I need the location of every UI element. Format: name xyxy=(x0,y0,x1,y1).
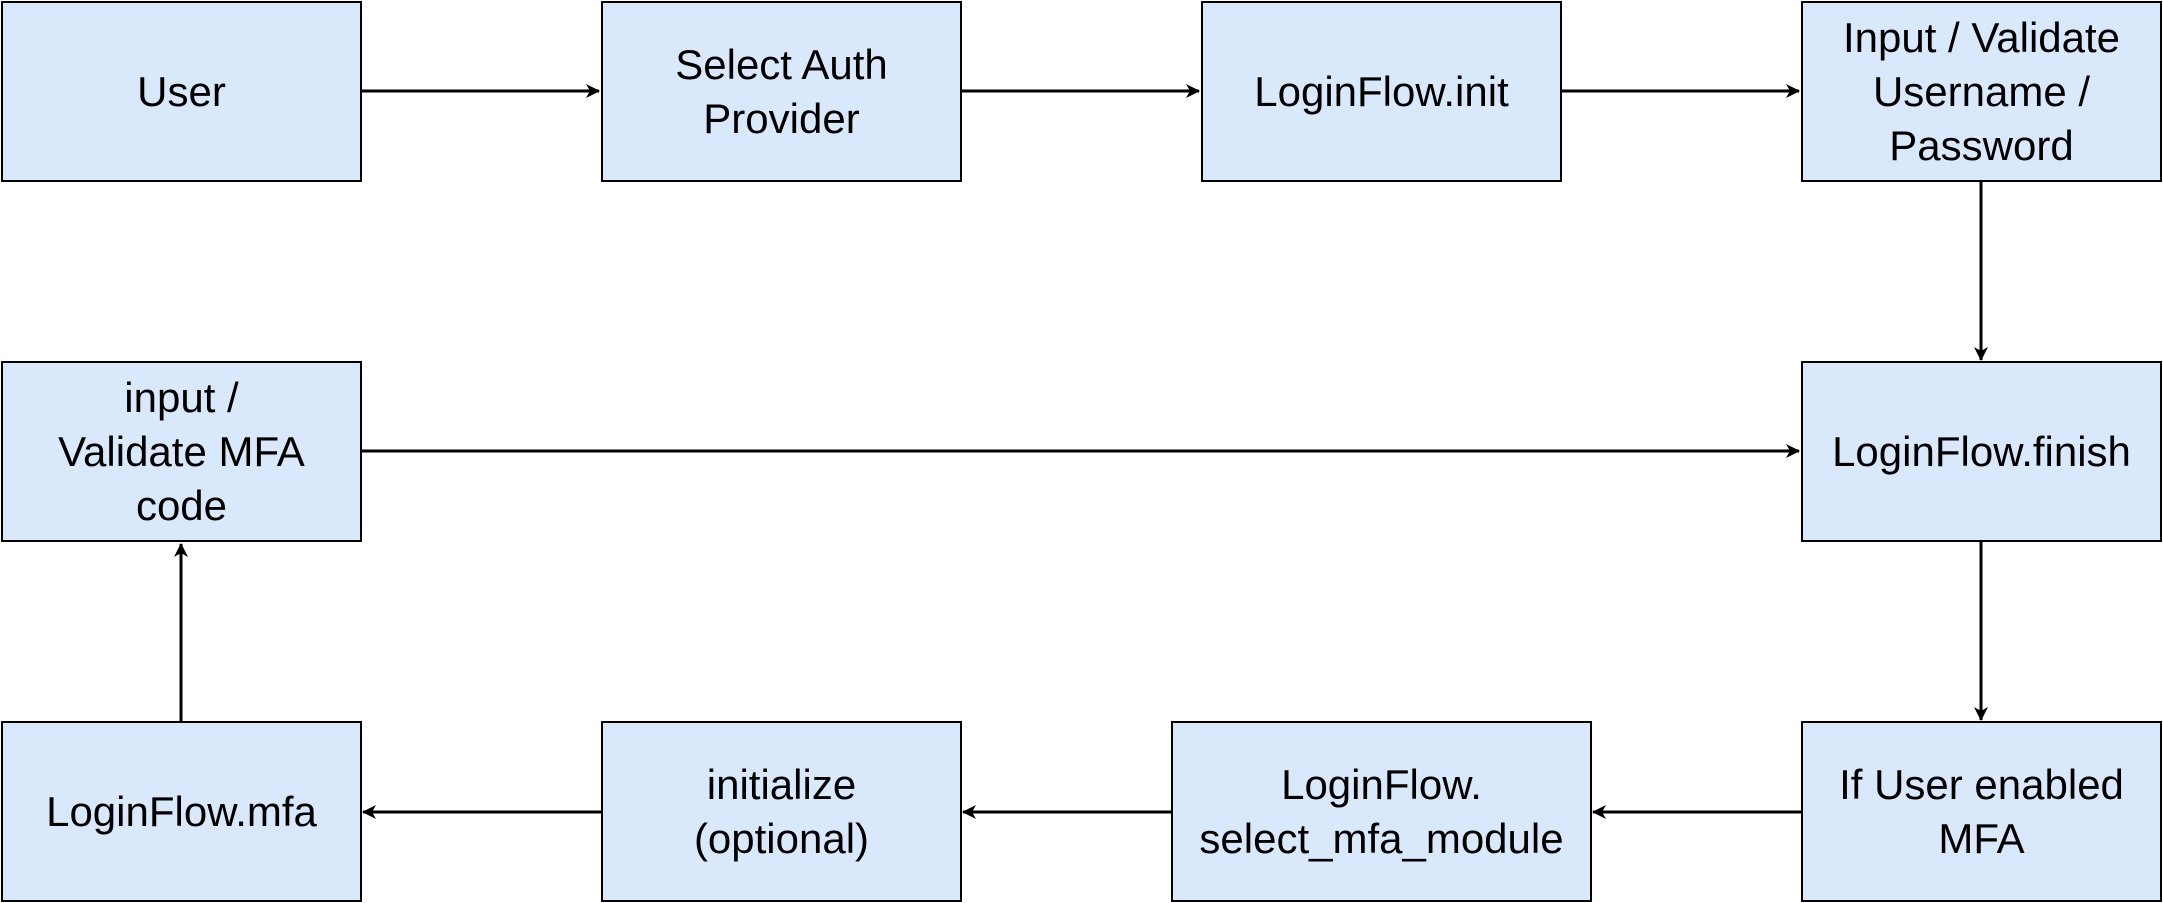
node-if-user-enabled-mfa: If User enabled MFA xyxy=(1801,721,2162,902)
node-initialize-optional: initialize (optional) xyxy=(601,721,962,902)
node-loginflow-finish: LoginFlow.finish xyxy=(1801,361,2162,542)
node-loginflow-init: LoginFlow.init xyxy=(1201,1,1562,182)
node-loginflow-finish-label: LoginFlow.finish xyxy=(1832,427,2131,475)
node-initialize-optional-label: initialize (optional) xyxy=(693,760,870,862)
node-input-validate-mfa-code-label: input / Validate MFA code xyxy=(58,373,305,529)
node-loginflow-select-mfa-module: LoginFlow. select_mfa_module xyxy=(1171,721,1592,902)
node-user: User xyxy=(1,1,362,182)
node-loginflow-mfa-label: LoginFlow.mfa xyxy=(46,787,317,835)
node-select-auth-provider-label: Select Auth Provider xyxy=(675,40,888,142)
node-loginflow-mfa: LoginFlow.mfa xyxy=(1,721,362,902)
node-if-user-enabled-mfa-label: If User enabled MFA xyxy=(1839,760,2124,862)
node-input-validate-credentials: Input / Validate Username / Password xyxy=(1801,1,2162,182)
node-loginflow-init-label: LoginFlow.init xyxy=(1254,67,1509,115)
node-input-validate-credentials-label: Input / Validate Username / Password xyxy=(1842,13,2121,169)
node-loginflow-select-mfa-module-label: LoginFlow. select_mfa_module xyxy=(1199,760,1564,862)
node-select-auth-provider: Select Auth Provider xyxy=(601,1,962,182)
node-input-validate-mfa-code: input / Validate MFA code xyxy=(1,361,362,542)
node-user-label: User xyxy=(137,67,226,115)
